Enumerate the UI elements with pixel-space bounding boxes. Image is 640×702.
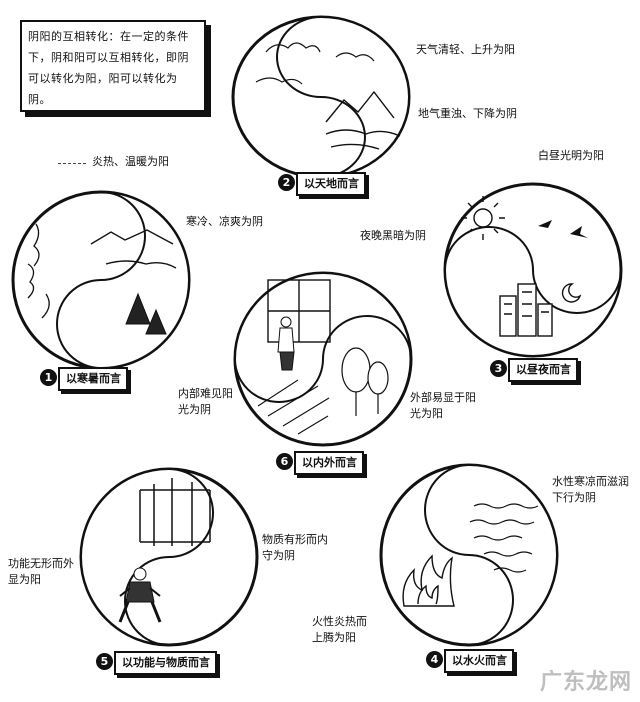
intro-text: 阴阳的互相转化：在一定的条件下，阴和阳可以互相转化，即阴可以转化为阳，阳可以转化…	[28, 30, 189, 106]
road-lines-sketch	[257, 379, 330, 435]
fire-sketch	[27, 223, 50, 319]
panel-2-label-yang: 天气清轻、上升为阳	[416, 43, 515, 56]
martial-artist-sketch	[118, 567, 162, 623]
panel-3-label-yin: 夜晚黑暗为阴	[360, 229, 426, 242]
panel-1-leader-line	[58, 163, 86, 164]
panel-1-label-yang: 炎热、温暖为阳	[92, 155, 169, 168]
taiji-inside-outside-emblem	[233, 271, 413, 447]
panel-3-label-yang: 白昼光明为阳	[538, 149, 604, 162]
city-buildings-sketch	[499, 283, 553, 337]
panel-2-number: 2	[278, 174, 295, 191]
panel-4-label-yin: 水性寒凉而滋润下行为阴	[552, 475, 629, 504]
trees-sketch	[341, 347, 389, 416]
panel-6-number: 6	[276, 453, 293, 470]
taiji-day-night-emblem	[443, 182, 623, 358]
yin-half	[80, 467, 214, 646]
yin-half	[276, 15, 410, 178]
mountain-sketch	[325, 90, 401, 150]
panel-4-number: 4	[426, 651, 443, 668]
panel-6-label-yang: 外部易显于阳光为阳	[410, 391, 476, 420]
bird-icon	[538, 220, 588, 238]
panel-5-number: 5	[96, 653, 113, 670]
panel-5-label-yang: 功能无形而外显为阳	[8, 557, 74, 586]
sun-icon	[461, 196, 505, 240]
intro-box: 阴阳的互相转化：在一定的条件下，阴和阳可以互相转化，即阴可以转化为阳，阳可以转化…	[20, 20, 206, 112]
taiji-heaven-earth-emblem	[231, 15, 411, 179]
water-waves-sketch	[469, 503, 539, 573]
pine-tree-sketch	[125, 292, 167, 335]
taiji-function-matter-emblem	[79, 467, 259, 647]
panel-5-caption: 以功能与物质而言	[114, 651, 217, 675]
mountain-sketch	[90, 229, 177, 269]
moon-icon	[561, 283, 582, 303]
panel-3-caption: 以昼夜而言	[508, 358, 578, 382]
yin-half	[424, 463, 558, 646]
panel-4-caption: 以水火而言	[444, 649, 514, 673]
yin-half	[233, 272, 412, 403]
panel-3-number: 3	[490, 360, 507, 377]
panel-6-label-yin: 内部难见阳光为阴	[178, 387, 233, 416]
panel-2-label-yin: 地气重浊、下降为阴	[418, 107, 517, 120]
panel-4-label-yang: 火性炎热而上腾为阳	[312, 615, 367, 644]
panel-6-caption: 以内外而言	[294, 451, 364, 475]
weapon-rack-sketch	[139, 478, 211, 546]
taiji-water-fire-emblem	[379, 463, 559, 647]
watermark-text: 广东龙网	[539, 670, 632, 695]
panel-1-number: 1	[40, 369, 57, 386]
standing-woman-sketch	[277, 316, 295, 371]
taiji-cold-heat-emblem	[11, 190, 191, 370]
cloud-sketch	[255, 42, 375, 85]
flame-sketch	[402, 554, 455, 607]
panel-2-caption: 以天地而言	[296, 172, 366, 196]
panel-5-label-yin: 物质有形而内守为阴	[262, 533, 328, 562]
panel-1-caption: 以寒暑而言	[58, 367, 128, 391]
window-sketch	[267, 279, 331, 343]
panel-1-label-yin: 寒冷、凉爽为阴	[186, 215, 263, 228]
